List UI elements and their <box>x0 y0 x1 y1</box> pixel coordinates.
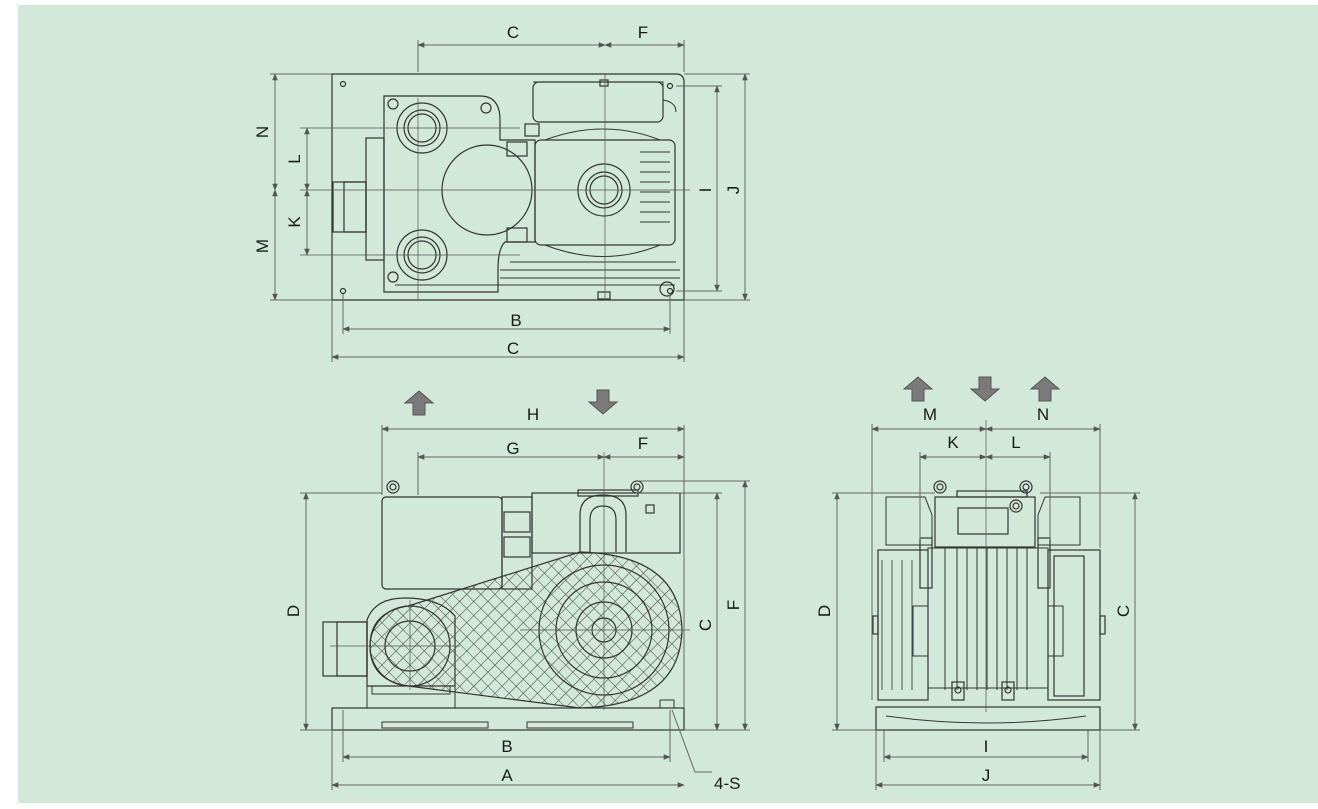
top-label-k: K <box>285 216 304 228</box>
side-label-d: D <box>815 605 834 617</box>
top-view <box>331 73 685 301</box>
top-label-i: I <box>696 188 715 193</box>
front-label-a: A <box>501 766 513 785</box>
side-label-k: K <box>947 433 959 452</box>
front-center-lines <box>330 452 690 710</box>
side-label-l: L <box>1011 433 1020 452</box>
top-belt-guard <box>532 81 664 123</box>
front-lifting-eye <box>579 494 627 552</box>
top-pump-body <box>383 95 536 293</box>
side-inlet-arrow-icon <box>969 376 1001 402</box>
top-label-c: C <box>507 23 519 42</box>
side-base-plate <box>875 706 1101 731</box>
front-label-b: B <box>501 737 512 756</box>
side-motor-right <box>1047 549 1101 701</box>
top-center-lines <box>300 74 690 300</box>
top-motor-cap <box>365 137 385 261</box>
front-label-f-side: F <box>724 600 743 610</box>
side-label-j: J <box>982 766 991 785</box>
mount-hole-icon <box>339 287 347 295</box>
front-label-d: D <box>284 605 303 617</box>
side-pump-head <box>934 496 1036 548</box>
front-label-h: H <box>527 405 539 424</box>
mount-hole-icon <box>666 287 674 295</box>
side-label-c: C <box>1114 605 1133 617</box>
top-label-b: B <box>510 311 521 330</box>
front-view <box>322 480 685 731</box>
front-base-plate <box>331 707 685 731</box>
top-label-f: F <box>638 23 648 42</box>
top-base-plate <box>331 73 685 301</box>
front-inlet-cap <box>322 621 368 677</box>
side-view <box>872 480 1106 731</box>
side-label-m: M <box>923 405 937 424</box>
front-outlet-arrow-icon <box>403 390 435 416</box>
bolt-leader-line <box>671 709 712 773</box>
front-motor-body <box>381 496 503 590</box>
front-pump-head <box>531 492 681 554</box>
side-label-n: N <box>1037 405 1049 424</box>
side-outlet-right-arrow-icon <box>1029 376 1061 402</box>
side-label-i: I <box>984 737 989 756</box>
mount-hole-icon <box>666 82 674 90</box>
top-label-n: N <box>253 126 272 138</box>
top-label-l: L <box>285 154 304 163</box>
top-label-c-bottom: C <box>507 339 519 358</box>
front-label-c: C <box>696 619 715 631</box>
top-label-j: J <box>724 186 743 195</box>
front-label-f: F <box>638 434 648 453</box>
front-label-g: G <box>506 439 519 458</box>
front-bolt-icon <box>630 480 644 494</box>
side-bolt-icon <box>933 480 947 494</box>
side-outlet-left-arrow-icon <box>902 376 934 402</box>
top-dimensions <box>270 40 750 362</box>
side-bolt-icon <box>1019 480 1033 494</box>
top-label-m: M <box>253 239 272 253</box>
front-inlet-arrow-icon <box>587 389 619 415</box>
mount-hole-icon <box>339 80 347 88</box>
front-bolt-icon <box>386 480 400 494</box>
front-label-bolts: 4-S <box>714 774 740 793</box>
front-dimensions <box>300 425 750 790</box>
side-dimensions <box>832 424 1140 790</box>
